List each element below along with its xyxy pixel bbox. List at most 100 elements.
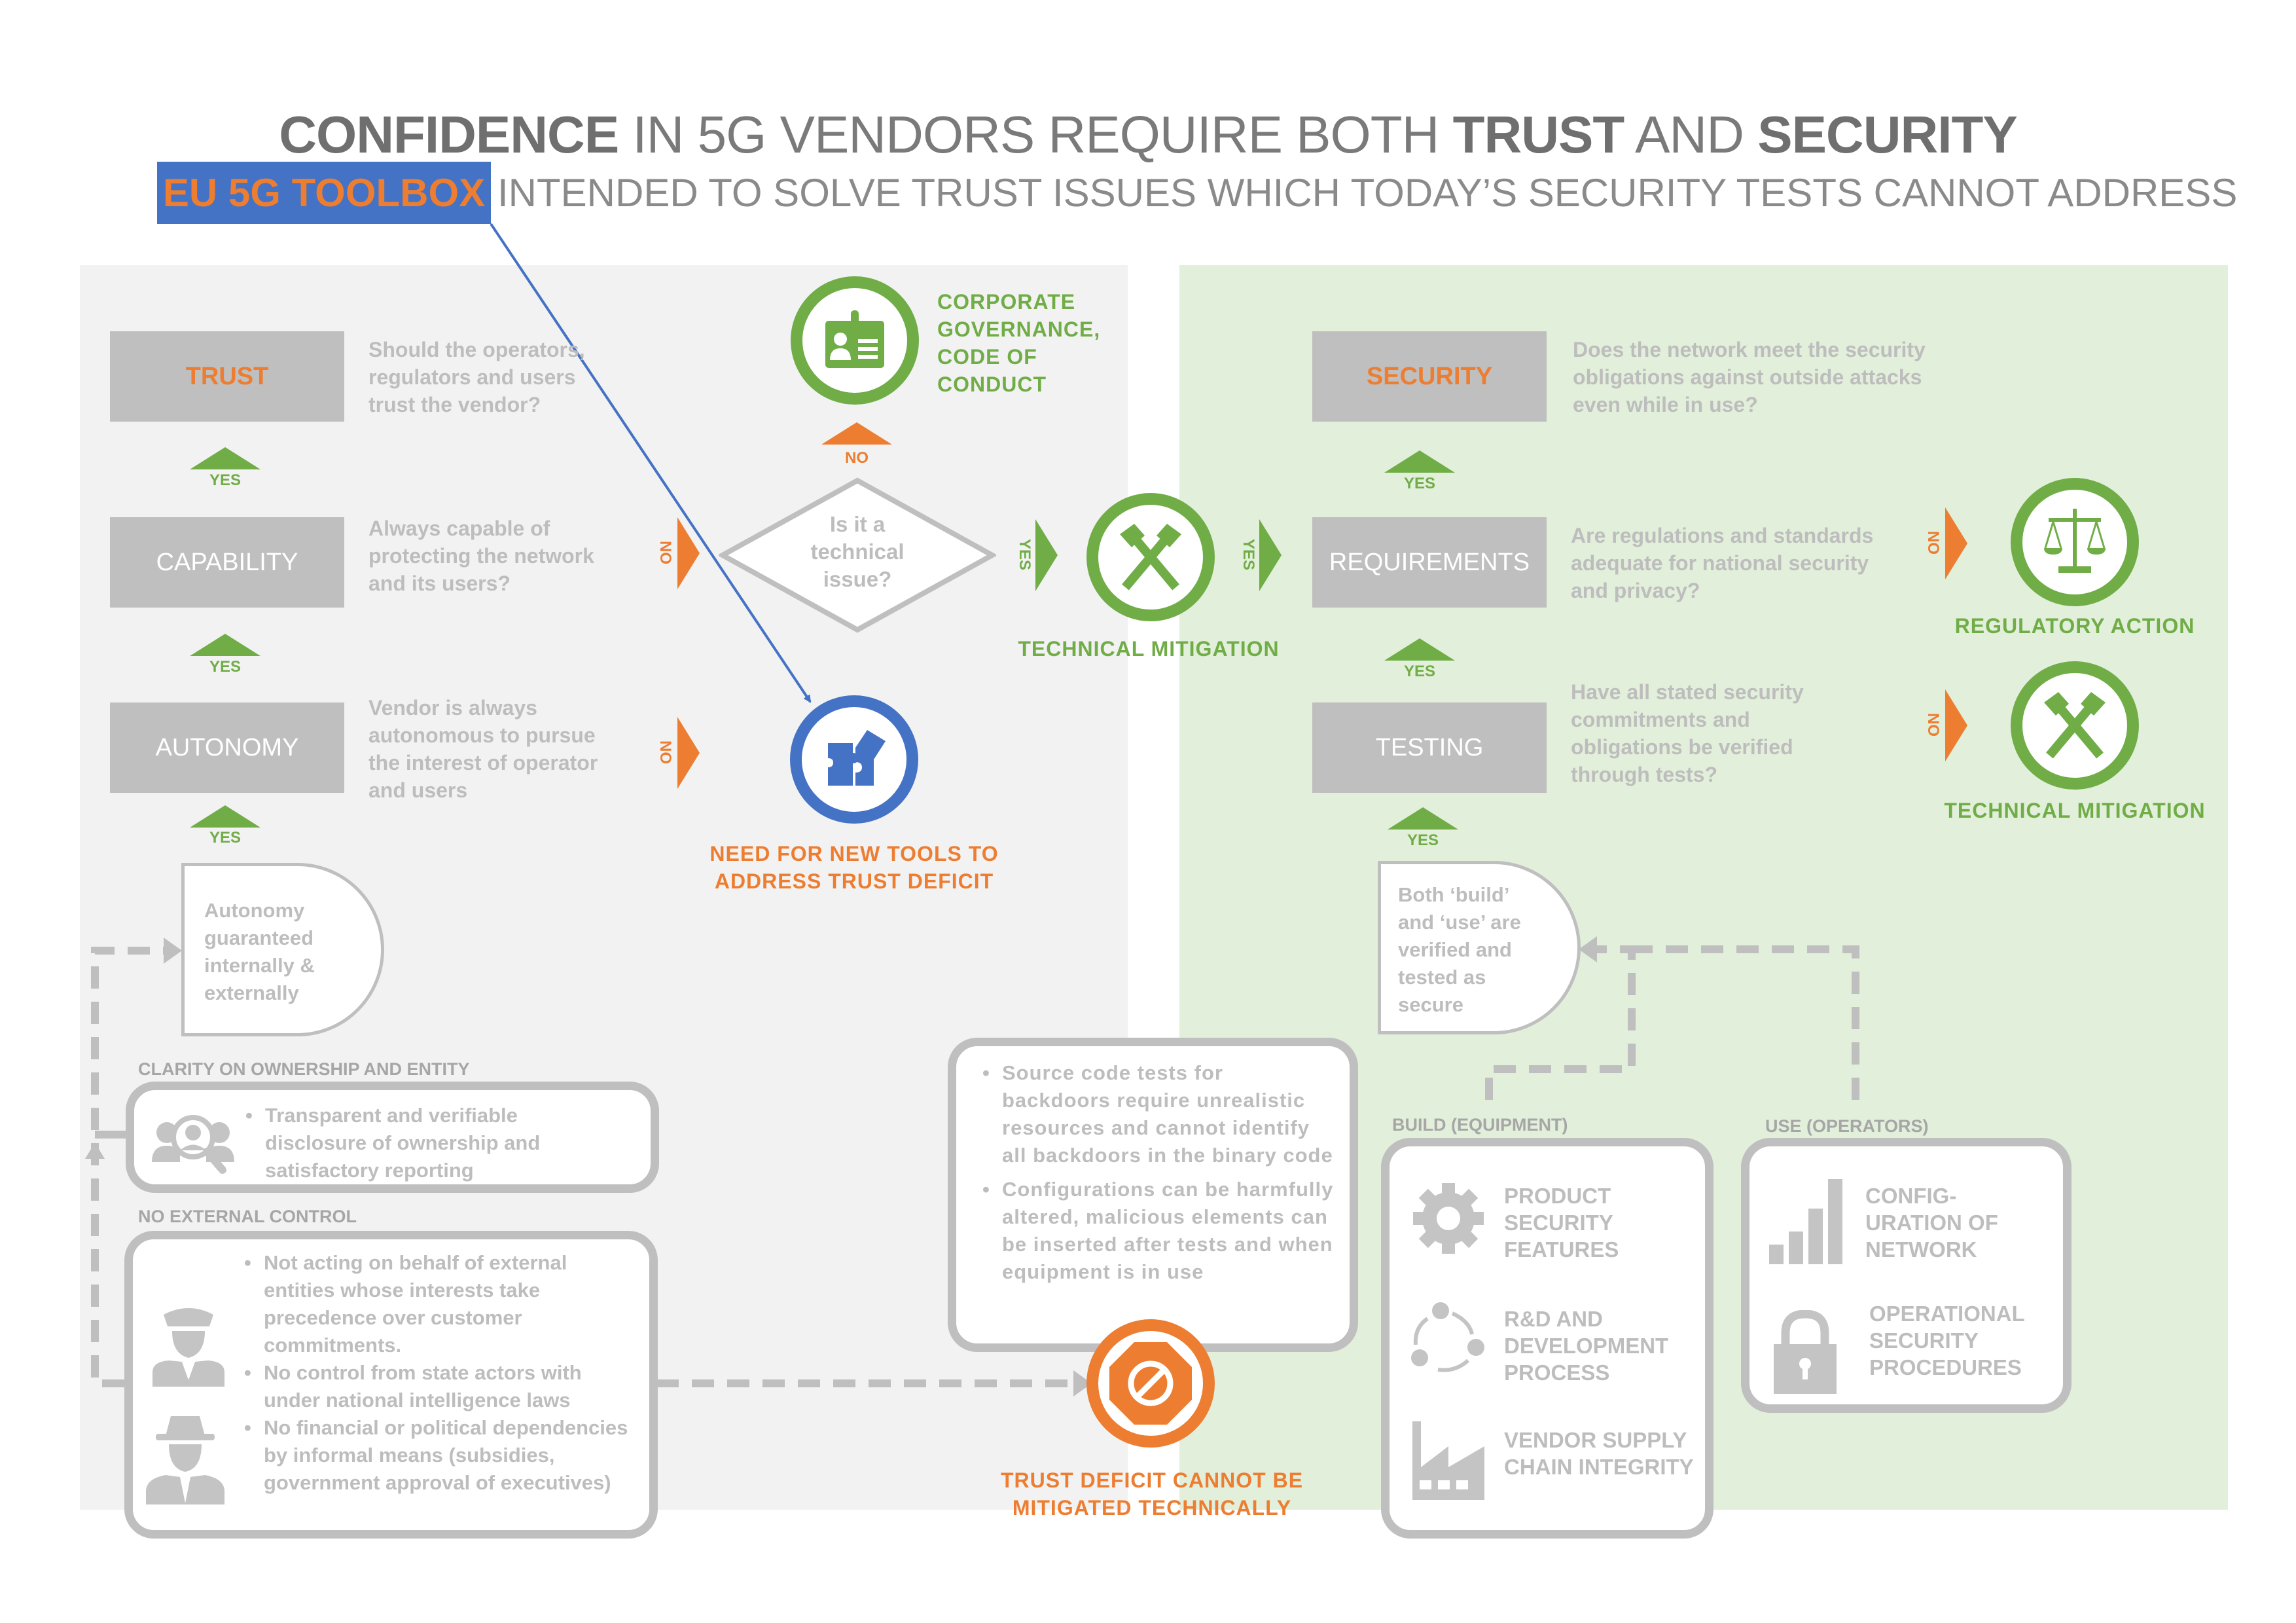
dashed-flow-use <box>1632 945 1859 1100</box>
testing-question: Have all stated security commitments and… <box>1571 680 1804 786</box>
build-item-label: VENDOR SUPPLY CHAIN INTEGRITY <box>1504 1428 1694 1479</box>
yes-arrow-up <box>190 805 260 828</box>
new-tools-label: NEED FOR NEW TOOLS TO ADDRESS TRUST DEFI… <box>709 842 999 893</box>
autonomy-box: AUTONOMY <box>110 702 344 793</box>
trust-deficit-label: TRUST DEFICIT CANNOT BE MITIGATED TECHNI… <box>1000 1468 1304 1520</box>
trust-question: Should the operators, regulators and use… <box>368 338 585 416</box>
testing-box: TESTING <box>1312 702 1547 793</box>
decision-text: Is it a technical issue? <box>810 512 905 591</box>
use-heading: USE (OPERATORS) <box>1765 1116 1929 1136</box>
technical-mitigation-label: TECHNICAL MITIGATION <box>1018 637 1280 661</box>
yes-arrow-right <box>1035 519 1058 591</box>
no-label: NO <box>845 449 869 467</box>
toolbox-arrow <box>490 223 812 703</box>
tests-limits-bullet: Configurations can be harmfully altered,… <box>982 1176 1336 1286</box>
no-label: NO <box>656 740 674 764</box>
build-heading: BUILD (EQUIPMENT) <box>1392 1115 1568 1135</box>
yes-label: YES <box>209 471 242 489</box>
corporate-governance-label: CORPORATE GOVERNANCE, CODE OF CONDUCT <box>937 290 1101 396</box>
use-item-label: CONFIG-URATION OF NETWORK <box>1865 1184 1998 1262</box>
requirements-question: Are regulations and standards adequate f… <box>1571 524 1874 602</box>
no-arrow-right <box>677 517 700 589</box>
trust-box: TRUST <box>110 331 344 422</box>
yes-label: YES <box>1403 663 1436 680</box>
build-item-label: R&D AND DEVELOPMENT PROCESS <box>1504 1307 1669 1385</box>
tests-limits-bullet: Source code tests for backdoors require … <box>982 1059 1336 1169</box>
yes-label: YES <box>1016 538 1033 571</box>
build-use-verified-shape: Both ‘build’ and ‘use’ are verified and … <box>1378 861 1581 1034</box>
autonomy-guarantee-shape: Autonomy guaranteed internally & externa… <box>181 863 384 1036</box>
yes-arrow-up <box>1384 450 1455 473</box>
yes-label: YES <box>209 658 242 676</box>
no-label: NO <box>656 541 674 564</box>
dashed-flow-left <box>91 947 164 1387</box>
autonomy-guarantee-text: Autonomy guaranteed internally & externa… <box>204 899 315 1004</box>
yes-label: YES <box>1407 831 1439 849</box>
title-and: AND <box>1624 105 1758 164</box>
no-external-control-bullet: Not acting on behalf of external entitie… <box>244 1249 637 1359</box>
corporate-governance-circle <box>791 276 919 405</box>
autonomy-question: Vendor is always autonomous to pursue th… <box>368 696 598 802</box>
title-middle: IN 5G VENDORS REQUIRE BOTH <box>619 105 1453 164</box>
tests-limits-box: Source code tests for backdoors require … <box>948 1038 1358 1352</box>
dashed-flow-right-head <box>1579 936 1597 962</box>
build-use-verified-text: Both ‘build’ and ‘use’ are verified and … <box>1398 883 1521 1016</box>
no-arrow-up <box>821 422 892 445</box>
tests-limits-bullets: Source code tests for backdoors require … <box>982 1059 1336 1286</box>
title-trust: TRUST <box>1452 105 1625 164</box>
yes-arrow-up <box>190 447 260 469</box>
crossed-hammers-icon <box>2044 692 2106 759</box>
yes-arrow-up <box>190 634 260 656</box>
no-external-control-bullet: No control from state actors with under … <box>244 1359 637 1414</box>
new-tools-circle <box>790 695 918 824</box>
factory-icon <box>1412 1421 1484 1500</box>
puzzle-icon <box>828 730 886 786</box>
capability-question: Always capable of protecting the network… <box>368 517 594 595</box>
subtitle: EU 5G TOOLBOX INTENDED TO SOLVE TRUST IS… <box>157 162 2237 224</box>
dashed-flow-clarity-head <box>85 1142 105 1159</box>
police-officer-icon <box>152 1308 224 1387</box>
dashed-flow-to-deficit-head <box>1073 1370 1092 1396</box>
spy-agent-icon <box>146 1416 224 1504</box>
capability-box: CAPABILITY <box>110 517 344 608</box>
yes-arrow-up <box>1384 638 1455 661</box>
no-arrow-right <box>1945 689 1967 761</box>
no-external-control-heading: NO EXTERNAL CONTROL <box>138 1207 357 1226</box>
id-badge-icon <box>825 310 884 368</box>
scales-icon <box>2044 509 2106 573</box>
padlock-icon <box>1774 1310 1837 1394</box>
decision-diamond <box>719 477 996 633</box>
trust-deficit-circle <box>1086 1319 1215 1448</box>
title-security: SECURITY <box>1757 105 2017 164</box>
technical-mitigation-circle-right <box>2011 661 2139 790</box>
yes-arrow-up <box>1388 807 1458 830</box>
use-box: CONFIG-URATION OF NETWORK OPERATIONAL SE… <box>1741 1138 2072 1413</box>
page-title: CONFIDENCE IN 5G VENDORS REQUIRE BOTH TR… <box>0 105 2296 165</box>
build-item-label: PRODUCT SECURITY FEATURES <box>1504 1184 1619 1262</box>
no-external-control-bullet: No financial or political dependencies b… <box>244 1414 637 1497</box>
yes-label: YES <box>209 829 242 847</box>
yes-arrow-right <box>1259 519 1282 591</box>
crossed-hammers-icon <box>1120 524 1181 591</box>
bar-chart-icon <box>1769 1179 1842 1264</box>
dashed-flow-left-head <box>164 938 182 964</box>
regulatory-action-label: REGULATORY ACTION <box>1954 614 2195 638</box>
build-box: PRODUCT SECURITY FEATURES R&D AND DEVELO… <box>1381 1138 1713 1539</box>
clarity-heading: CLARITY ON OWNERSHIP AND ENTITY <box>138 1059 470 1079</box>
clarity-bullet: Transparent and verifiable disclosure of… <box>245 1102 612 1184</box>
eu-toolbox-label: EU 5G TOOLBOX <box>157 162 491 224</box>
title-confidence: CONFIDENCE <box>279 105 619 164</box>
no-arrow-right <box>1945 507 1967 579</box>
clarity-bullets: Transparent and verifiable disclosure of… <box>245 1102 612 1184</box>
no-external-control-box: Not acting on behalf of external entitie… <box>124 1231 658 1539</box>
no-label: NO <box>1924 713 1942 737</box>
gear-icon <box>1413 1183 1484 1254</box>
requirements-box: REQUIREMENTS <box>1312 517 1547 608</box>
clarity-box: Transparent and verifiable disclosure of… <box>126 1082 659 1193</box>
no-arrow-right <box>677 717 700 789</box>
dashed-flow-build <box>1485 945 1636 1100</box>
subtitle-text: INTENDED TO SOLVE TRUST ISSUES WHICH TOD… <box>497 171 2238 215</box>
cycle-icon <box>1411 1302 1484 1372</box>
regulatory-action-circle <box>2011 478 2139 606</box>
